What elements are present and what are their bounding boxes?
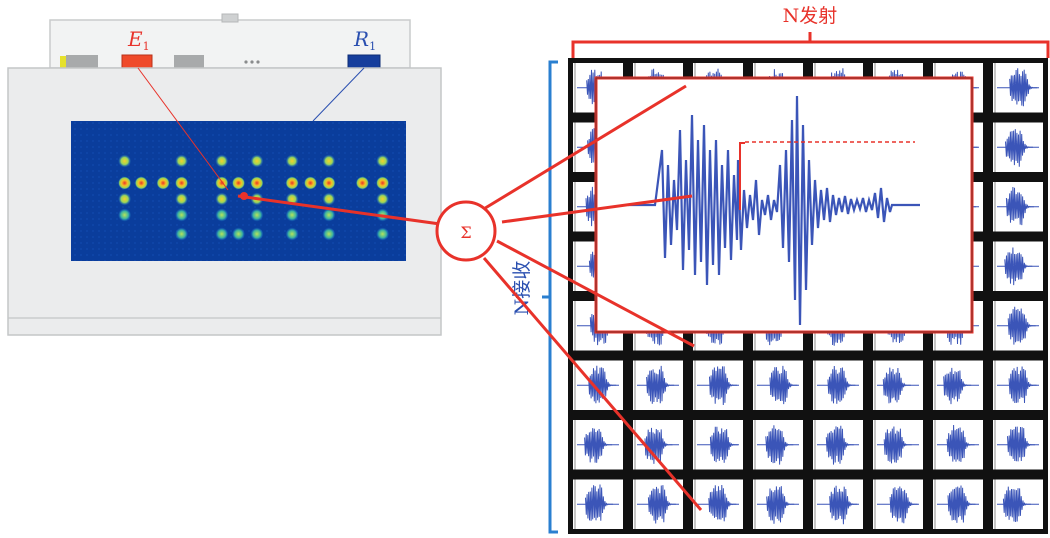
waveform-marker xyxy=(739,142,745,210)
transmit-label: N发射 xyxy=(783,5,838,27)
signal-cell xyxy=(633,479,683,529)
port-yellow xyxy=(60,56,66,68)
scan-dot xyxy=(285,154,299,168)
scan-dot xyxy=(232,227,245,241)
dots-ellipsis xyxy=(244,60,260,64)
scan-dot xyxy=(322,176,336,190)
scan-dot xyxy=(322,192,336,206)
scan-dot xyxy=(175,154,189,168)
emitter-port xyxy=(121,54,153,69)
signal-cell xyxy=(993,360,1043,410)
scan-dot xyxy=(304,176,317,190)
sum-node: Σ xyxy=(435,200,497,262)
signal-cell xyxy=(873,420,923,470)
sum-symbol: Σ xyxy=(460,223,471,242)
device-top xyxy=(49,13,411,69)
receive-brace xyxy=(542,60,558,534)
port-gray-1 xyxy=(66,55,98,68)
scan-dot xyxy=(134,176,148,190)
sum-rays xyxy=(237,84,703,511)
scan-dot xyxy=(215,192,229,206)
signal-cell xyxy=(693,479,743,529)
signal-cell xyxy=(993,241,1043,291)
signal-cell xyxy=(813,479,863,529)
waveform-zoom xyxy=(594,76,974,334)
scan-dot xyxy=(118,208,132,222)
receiver-ray xyxy=(312,67,365,122)
signal-cell xyxy=(993,122,1043,172)
scan-dot xyxy=(175,192,189,206)
scan-dot xyxy=(322,227,336,241)
signal-cell xyxy=(873,360,923,410)
waveform-signal xyxy=(628,95,920,326)
scan-dot xyxy=(250,208,264,222)
signal-cell xyxy=(993,479,1043,529)
scan-dot xyxy=(250,176,264,190)
signal-cell xyxy=(993,63,1043,113)
signal-cell xyxy=(813,360,863,410)
scan-image xyxy=(71,121,406,261)
scan-dot xyxy=(376,154,390,168)
scan-dots xyxy=(118,154,390,241)
signal-cell xyxy=(753,479,803,529)
signal-cell xyxy=(993,182,1043,232)
signal-cell xyxy=(933,360,983,410)
scan-dot xyxy=(376,192,390,206)
focus-point xyxy=(240,192,248,200)
port-gray-2 xyxy=(174,55,204,68)
signal-cell xyxy=(993,301,1043,351)
signal-cell xyxy=(813,420,863,470)
scan-dot xyxy=(175,176,189,190)
scan-dot xyxy=(355,176,369,190)
scan-dot xyxy=(376,176,390,190)
emitter-label: E1 xyxy=(127,27,150,53)
scan-dot xyxy=(322,208,336,222)
scan-dot xyxy=(285,227,299,241)
receive-label: N接收 xyxy=(511,261,533,316)
signal-cell xyxy=(933,420,983,470)
scan-dot xyxy=(156,176,170,190)
scan-dot xyxy=(376,227,390,241)
signal-cell xyxy=(993,420,1043,470)
scan-dot xyxy=(175,227,189,241)
signal-cell xyxy=(693,360,743,410)
scan-dot xyxy=(285,208,299,222)
scan-dot xyxy=(118,192,132,206)
scan-dot xyxy=(232,176,245,190)
scan-dot xyxy=(215,154,229,168)
signal-cell xyxy=(573,479,623,529)
receiver-port xyxy=(347,54,381,69)
scan-dot xyxy=(118,176,132,190)
scan-dot xyxy=(118,154,132,168)
scan-dot xyxy=(322,154,336,168)
signal-cell xyxy=(933,479,983,529)
scan-dot xyxy=(215,208,229,222)
transmit-brace xyxy=(571,32,1050,58)
signal-cell xyxy=(753,360,803,410)
signal-cell xyxy=(693,420,743,470)
emitter-ray xyxy=(137,67,229,191)
signal-cell xyxy=(873,479,923,529)
receiver-label: R1 xyxy=(353,27,376,53)
scan-dot xyxy=(285,176,299,190)
scan-dot xyxy=(175,208,189,222)
signal-cell xyxy=(753,420,803,470)
scan-dot xyxy=(250,154,264,168)
signal-cell xyxy=(633,360,683,410)
scan-dot xyxy=(250,227,264,241)
signal-cell xyxy=(573,420,623,470)
scan-dot xyxy=(215,227,229,241)
